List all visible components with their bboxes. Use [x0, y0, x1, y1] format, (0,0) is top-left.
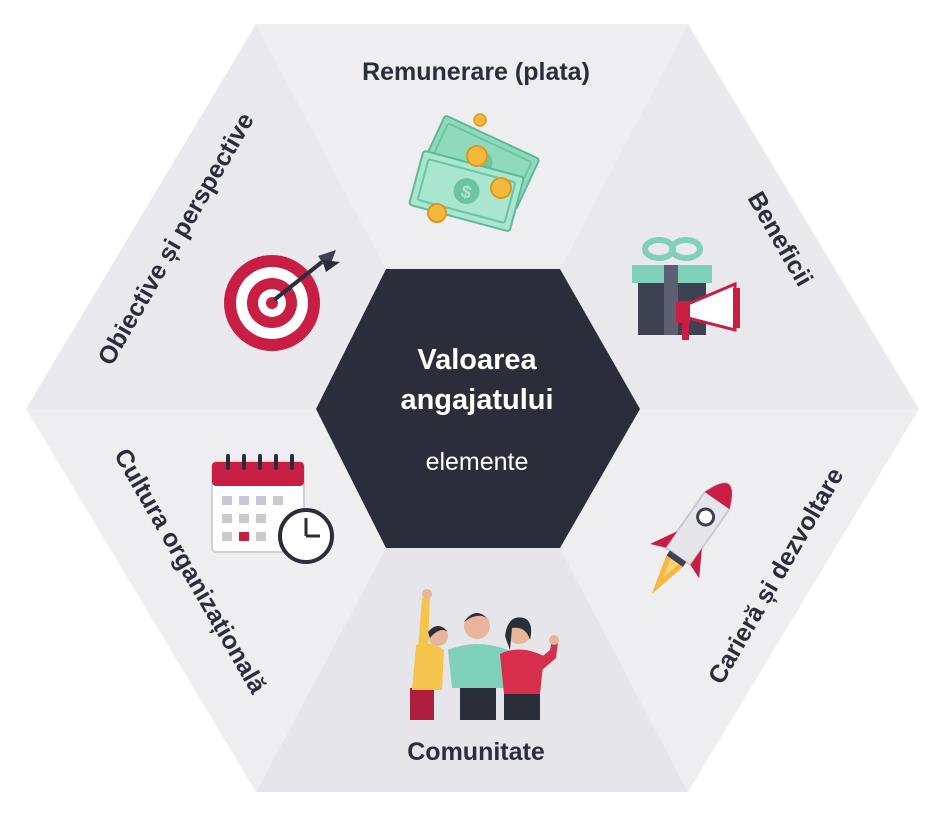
label-remunerare: Remunerare (plata) [362, 58, 590, 86]
money-icon: $ [408, 113, 540, 232]
target-dart-icon [224, 250, 340, 351]
segment-lower-right [560, 409, 919, 792]
calendar-clock-icon [211, 454, 334, 564]
gift-megaphone-icon [632, 237, 740, 340]
svg-text:$: $ [459, 181, 474, 203]
center-title-line1: Valoarea [417, 344, 537, 376]
rocket-icon [650, 482, 733, 594]
label-comunitate: Comunitate [407, 738, 545, 766]
center-hexagon [316, 269, 640, 548]
center-subtitle: elemente [426, 448, 529, 476]
people-celebrating-icon [410, 589, 559, 720]
center-title-line2: angajatului [400, 384, 553, 416]
